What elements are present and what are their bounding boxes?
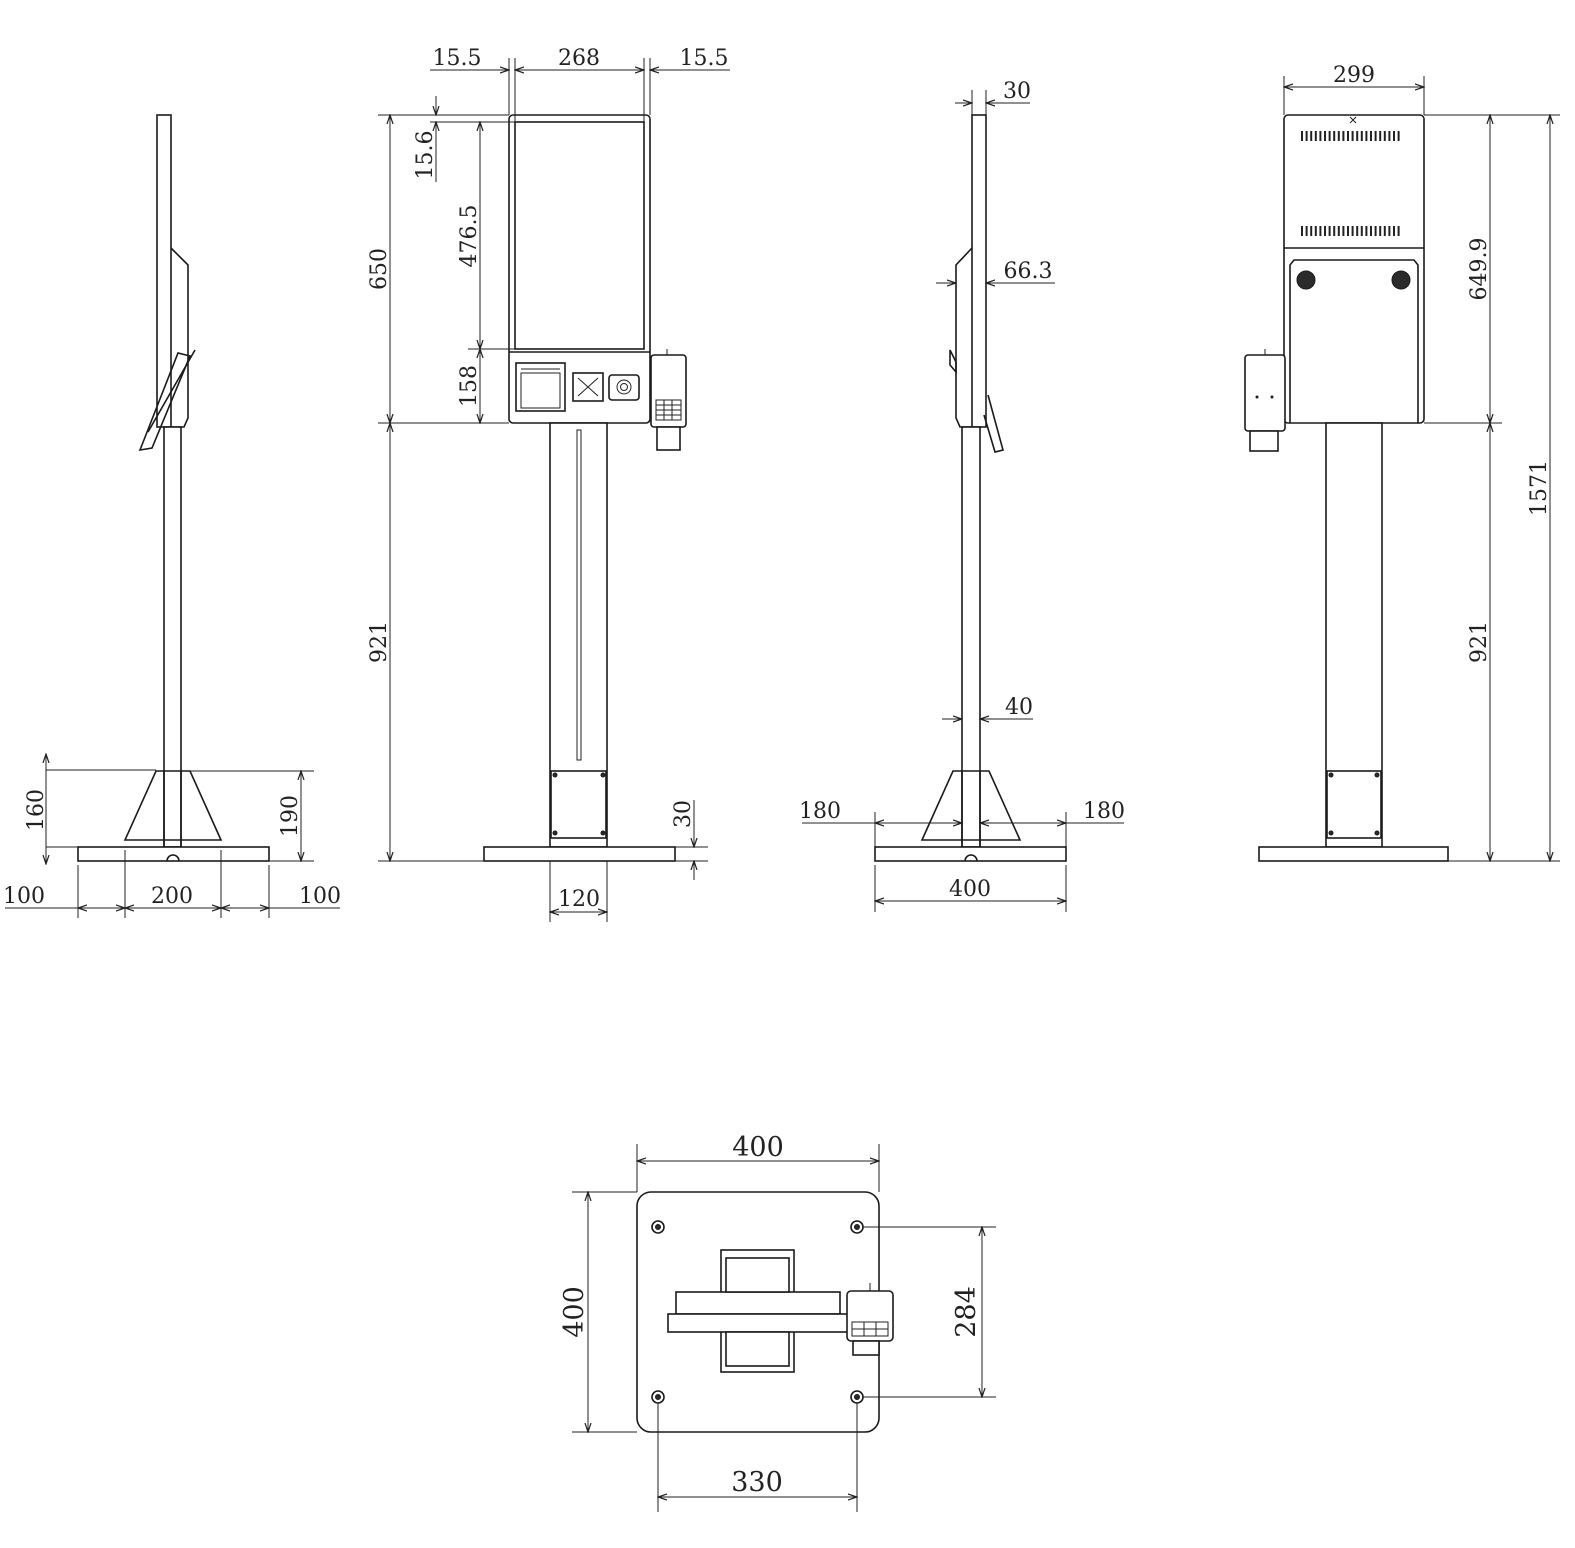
dim-bracket-height-total: 190 (278, 795, 303, 837)
printer-slot (515, 362, 566, 412)
top-view: 400 400 284 330 (559, 1132, 996, 1512)
touch-screen (514, 121, 645, 350)
card-reader-arm (138, 352, 192, 452)
dim-bezel-top: 15.6 (413, 131, 438, 180)
dim-base-right: 100 (299, 884, 341, 909)
dim-total-height: 1571 (1527, 460, 1552, 516)
dim-pole-height: 921 (367, 621, 392, 663)
mounting-hole (651, 1220, 665, 1234)
side-view-left: 160 190 100 200 100 (3, 114, 341, 918)
dim-screen-width: 268 (558, 46, 600, 71)
dim-panel-depth: 30 (1003, 79, 1031, 104)
dim-bracket-height: 160 (24, 789, 49, 831)
nfc-reader (608, 374, 640, 401)
dim-rear-pole-height: 921 (1467, 621, 1492, 663)
vent-slots-lower (1301, 226, 1400, 236)
dim-rear-head-height: 649.9 (1467, 238, 1492, 301)
dim-base-left: 100 (3, 884, 45, 909)
rear-view: 299 649.9 921 1571 (1244, 63, 1560, 861)
dim-hole-spacing-y: 284 (951, 1286, 982, 1338)
dim-lower-panel-height: 158 (457, 365, 482, 407)
dim-pole-width: 120 (558, 887, 600, 912)
dim-head-height: 650 (367, 248, 392, 290)
dim-back-depth: 66.3 (1004, 259, 1053, 284)
dim-base-right-right: 180 (1083, 799, 1125, 824)
dim-bezel-left: 15.5 (433, 46, 482, 71)
speaker-right (1391, 270, 1411, 290)
dim-base-center: 200 (151, 884, 193, 909)
dim-top-base-depth: 400 (559, 1286, 590, 1338)
dim-bezel-right: 15.5 (680, 46, 729, 71)
dim-base-thickness: 30 (671, 800, 696, 828)
dim-top-base-width: 400 (732, 1132, 784, 1163)
dim-hole-spacing-x: 330 (731, 1467, 783, 1498)
dim-pole-diameter: 40 (1005, 695, 1033, 720)
front-view: 15.5 268 15.5 650 15.6 476.5 158 921 120 (367, 46, 730, 922)
vent-slots-upper (1301, 131, 1400, 141)
dim-base-left-right: 180 (799, 799, 841, 824)
dim-screen-height: 476.5 (457, 205, 482, 268)
speaker-left (1296, 270, 1316, 290)
side-view-right: 30 66.3 40 180 180 400 (799, 79, 1125, 912)
dim-base-width-right: 400 (949, 877, 991, 902)
dim-head-width: 299 (1333, 63, 1375, 88)
